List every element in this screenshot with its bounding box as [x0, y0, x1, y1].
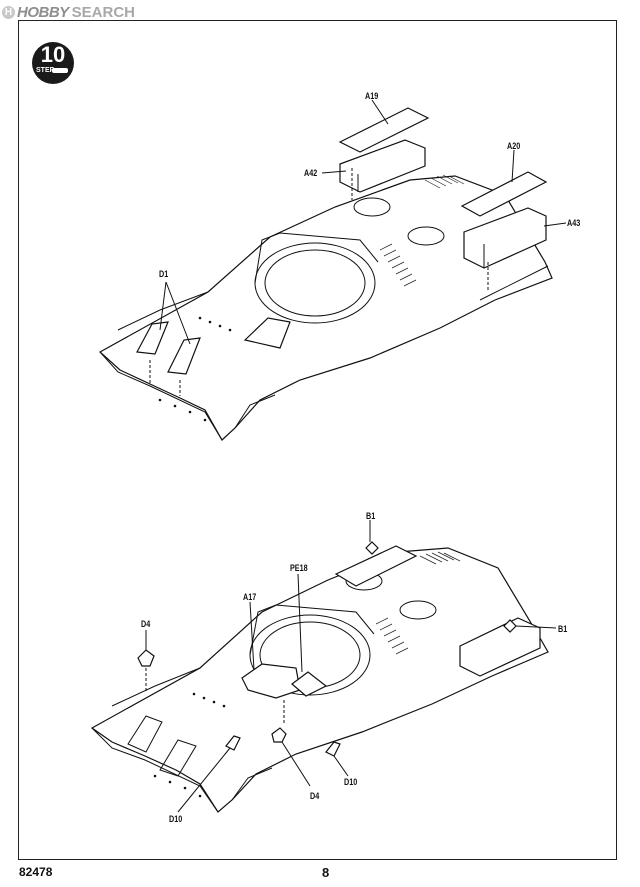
page-number: 8 — [322, 865, 330, 880]
step-badge: 10 STEP — [32, 42, 74, 84]
d1-installed-right — [159, 739, 197, 777]
upper-hull-top-drawing — [98, 99, 567, 441]
hull-top-fender-line — [234, 394, 276, 429]
turret-base-plate — [254, 232, 379, 284]
engine-grille-right-2 — [419, 551, 461, 565]
turret-ring-inner — [264, 249, 366, 317]
leader-d1-left — [159, 281, 167, 331]
callout-b1-right: B1 — [558, 624, 568, 634]
turret-base-plate-2 — [249, 604, 375, 656]
leader-pe18 — [297, 573, 303, 673]
engine-deck-hatch-2 — [407, 226, 445, 246]
upper-hull-bottom-drawing — [90, 520, 557, 813]
d4-part-left — [137, 649, 155, 667]
d1-part-right — [167, 337, 201, 375]
callout-d10-left: D10 — [169, 814, 183, 824]
hull-bottom-rivets — [153, 692, 226, 798]
hull-bottom-fender-line — [231, 767, 273, 801]
hull-top-outline — [98, 175, 553, 441]
d4-part-bottom — [271, 727, 287, 743]
d10-part-right — [325, 741, 341, 757]
leader-d10-right — [333, 755, 349, 777]
hobbysearch-watermark: H HOBBY SEARCH — [2, 2, 135, 22]
callout-d4-bottom: D4 — [310, 791, 320, 801]
step-number: 10 — [40, 42, 66, 67]
leader-a19 — [371, 99, 389, 125]
hull-top-rivets — [158, 316, 232, 422]
leader-b1-right — [515, 625, 557, 629]
d10-part-left — [225, 735, 241, 751]
callout-a20: A20 — [507, 141, 521, 151]
b1-part-top — [365, 541, 379, 555]
hull-bottom-glacis-line — [111, 667, 201, 707]
hull-top-rear-fender — [479, 265, 549, 301]
a20-lid — [460, 171, 548, 217]
callout-b1-top: B1 — [366, 511, 376, 521]
engine-deck-hatch-1 — [353, 197, 391, 217]
callout-a17: A17 — [243, 592, 257, 602]
callout-pe18: PE18 — [290, 563, 308, 573]
leader-a43 — [543, 222, 567, 227]
hull-bottom-front-edge — [91, 727, 219, 813]
a42-installed — [334, 545, 418, 587]
leader-d10-left — [177, 747, 231, 813]
instruction-frame — [18, 20, 617, 860]
callout-a19: A19 — [365, 91, 379, 101]
a42-box — [339, 139, 426, 193]
leader-d4-bottom — [281, 741, 311, 787]
callout-d10-right: D10 — [344, 777, 358, 787]
d1-installed-left — [127, 715, 163, 753]
step-word: STEP — [36, 67, 55, 74]
hull-bottom-outline — [90, 547, 549, 813]
leader-d1-right — [165, 281, 191, 345]
engine-grille-left — [379, 243, 417, 287]
engine-deck-hatch-4 — [399, 600, 437, 620]
watermark-logo-icon: H — [2, 5, 15, 19]
a43-installed — [459, 617, 541, 677]
engine-grille-left-2 — [375, 617, 409, 655]
callout-a42: A42 — [304, 168, 318, 178]
driver-hatch — [243, 317, 291, 349]
watermark-search: SEARCH — [71, 3, 136, 21]
leader-a42 — [321, 170, 347, 174]
kit-number: 82478 — [19, 865, 53, 879]
pe18-part — [291, 671, 328, 697]
callout-d4-left: D4 — [141, 619, 151, 629]
leader-a20 — [511, 149, 515, 183]
callout-d1: D1 — [159, 269, 169, 279]
watermark-hobby: HOBBY — [17, 3, 69, 21]
callout-a43: A43 — [567, 218, 581, 228]
tank-icon — [52, 68, 68, 73]
engine-grille-right — [424, 174, 465, 189]
hull-top-front-edge — [99, 351, 223, 441]
leader-a17 — [249, 601, 255, 671]
hull-top-glacis-line — [117, 291, 209, 331]
